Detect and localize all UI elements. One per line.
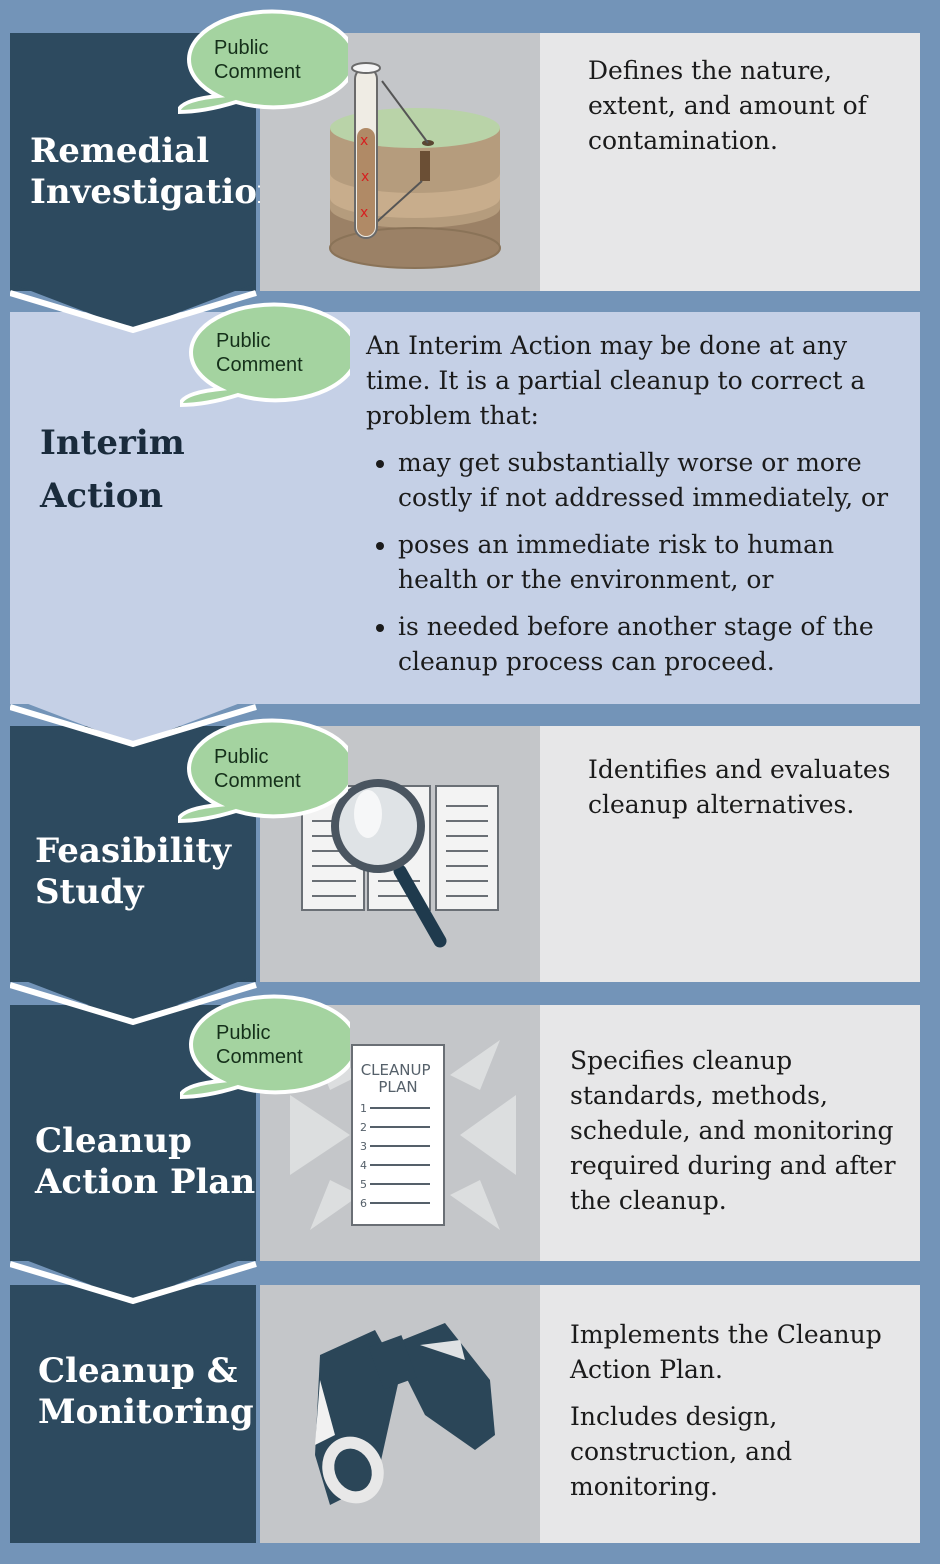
- plan-number: 6: [360, 1197, 367, 1210]
- stage-cleanup-action-plan: Cleanup Action Plan CLEANUP PLAN 1: [10, 1005, 920, 1261]
- list-item: is needed before another stage of the cl…: [398, 609, 906, 679]
- description-panel: [540, 1005, 920, 1261]
- cleanup-plan-icon: CLEANUP PLAN 1 2 3 4 5 6: [290, 1040, 516, 1230]
- svg-text:x: x: [360, 205, 368, 221]
- stage-title: Interim Action: [40, 423, 185, 516]
- public-comment-bubble: Public Comment: [178, 8, 348, 120]
- svg-text:x: x: [360, 133, 368, 149]
- plan-number: 1: [360, 1102, 367, 1115]
- svg-text:x: x: [361, 169, 369, 185]
- chevron-down-icon: [10, 975, 257, 1026]
- description-panel: [540, 1285, 920, 1543]
- public-comment-bubble: Public Comment: [178, 717, 348, 829]
- stage-interim-action: Interim Action An Interim Action may be …: [10, 312, 920, 704]
- image-panel: [260, 1285, 540, 1543]
- stage-title: Cleanup Action Plan: [35, 1121, 256, 1202]
- image-panel: CLEANUP PLAN 1 2 3 4 5 6: [260, 1005, 540, 1261]
- public-comment-bubble: Public Comment: [180, 993, 350, 1105]
- bubble-text: Public Comment: [214, 37, 301, 83]
- title-panel: [10, 1285, 256, 1543]
- public-comment-bubble: Public Comment: [180, 301, 350, 413]
- bubble-text: Public Comment: [216, 1022, 303, 1068]
- chevron-down-icon: [10, 283, 257, 334]
- magnifier-document-icon: [301, 779, 499, 948]
- image-panel: [260, 726, 540, 982]
- speech-bubble-icon: [178, 718, 348, 824]
- description-intro: An Interim Action may be done at any tim…: [366, 331, 866, 430]
- plan-label-line: CLEANUP: [361, 1061, 431, 1079]
- stage-description: An Interim Action may be done at any tim…: [366, 328, 906, 691]
- plan-number: 5: [360, 1178, 367, 1191]
- speech-bubble-icon: [180, 994, 350, 1100]
- criteria-list: may get substantially worse or more cost…: [366, 445, 906, 679]
- plan-number: 2: [360, 1121, 367, 1134]
- soil-sample-icon: x x x: [329, 62, 501, 269]
- stage-title: Remedial Investigation: [30, 131, 282, 212]
- stage-description: Specifies cleanup standards, methods, sc…: [570, 1043, 906, 1230]
- description-text: Specifies cleanup standards, methods, sc…: [570, 1046, 896, 1215]
- stage-title: Cleanup & Monitoring: [38, 1351, 254, 1432]
- plan-number: 3: [360, 1140, 367, 1153]
- chevron-down-icon: [10, 697, 257, 748]
- stage-cleanup-monitoring: Cleanup & Monitoring Implements the Clea…: [10, 1285, 920, 1543]
- description-text: Identifies and evaluates cleanup alterna…: [588, 755, 891, 819]
- stage-description: Identifies and evaluates cleanup alterna…: [588, 752, 898, 834]
- description-text: Implements the Cleanup Action Plan.: [570, 1320, 882, 1384]
- description-text: Includes design, construction, and monit…: [570, 1402, 793, 1501]
- stage-description: Implements the Cleanup Action Plan. Incl…: [570, 1317, 910, 1516]
- stage-description: Defines the nature, extent, and amount o…: [588, 53, 888, 170]
- list-item: poses an immediate risk to human health …: [398, 527, 906, 597]
- description-text: Defines the nature, extent, and amount o…: [588, 56, 867, 155]
- stage-feasibility-study: Feasibility Study Identifies and evaluat…: [10, 726, 920, 982]
- stage-remedial-investigation: Remedial Investigation x x x Defines the…: [10, 33, 920, 291]
- chevron-down-icon: [10, 1254, 257, 1305]
- description-panel: [540, 726, 920, 982]
- stage-title: Feasibility Study: [35, 831, 231, 912]
- speech-bubble-icon: [178, 9, 348, 115]
- description-panel: [540, 33, 920, 291]
- binoculars-icon: [315, 1323, 495, 1505]
- list-item: may get substantially worse or more cost…: [398, 445, 906, 515]
- plan-number: 4: [360, 1159, 367, 1172]
- plan-label-line: PLAN: [378, 1078, 417, 1096]
- bubble-text: Public Comment: [214, 746, 301, 792]
- bubble-text: Public Comment: [216, 330, 303, 376]
- speech-bubble-icon: [180, 302, 350, 408]
- svg-text:CLEANUP PLAN: CLEANUP PLAN: [361, 1061, 436, 1096]
